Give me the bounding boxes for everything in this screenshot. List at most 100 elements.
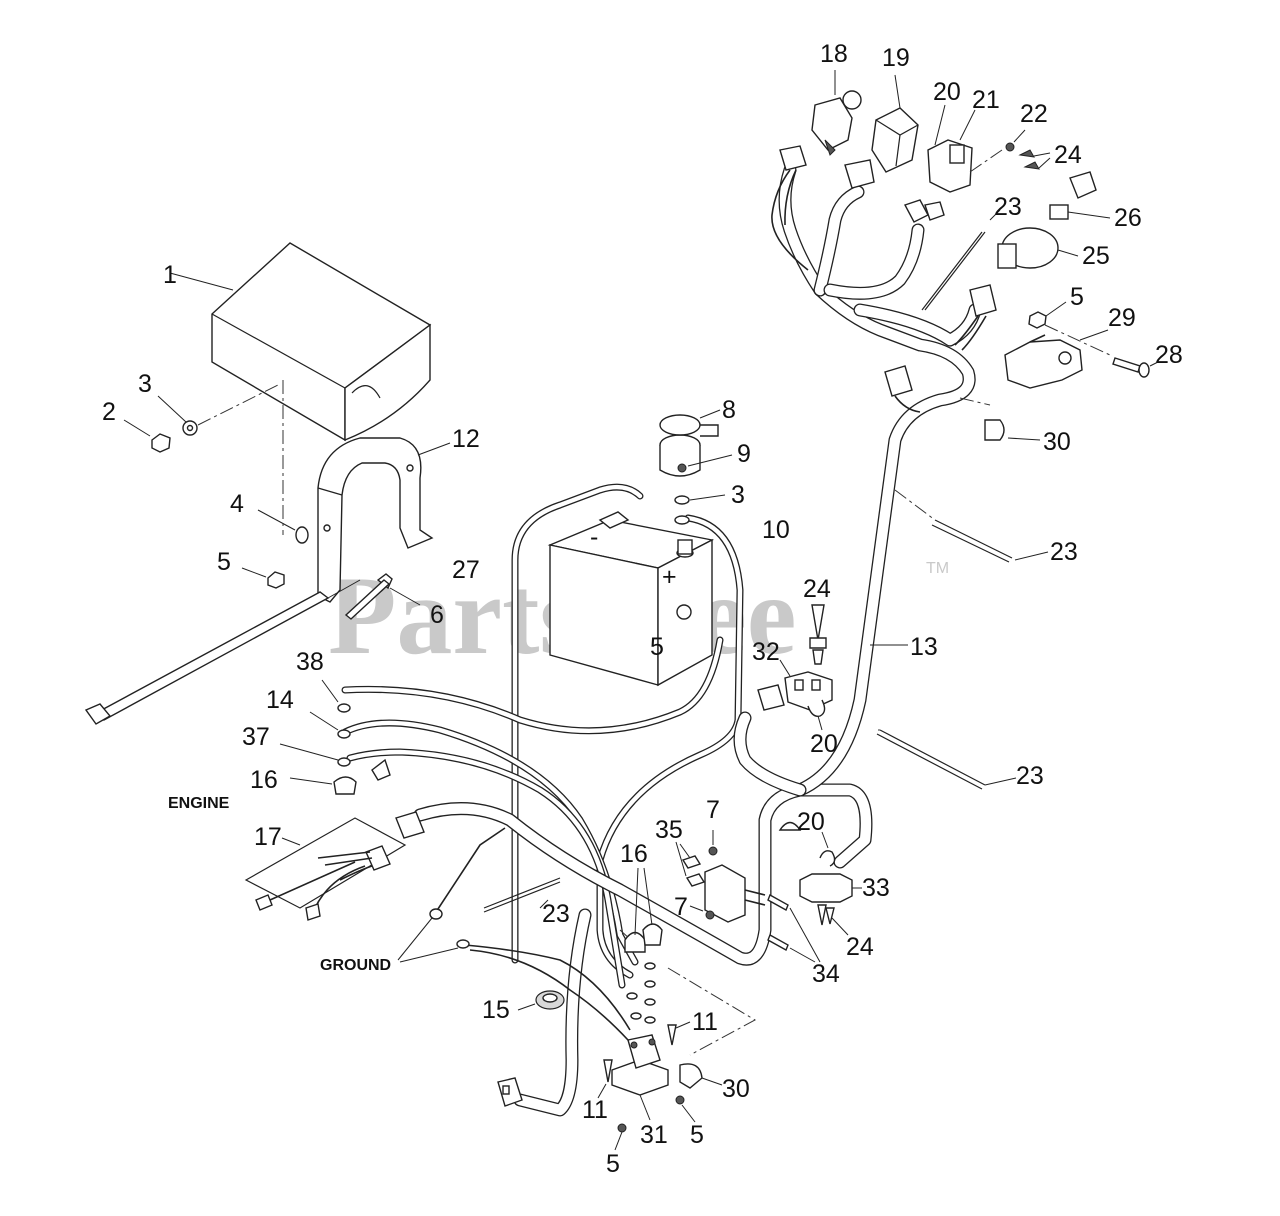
bolt-11-left (597, 1059, 613, 1099)
callout-18: 18 (820, 40, 848, 68)
callout-20-mid: 20 (810, 730, 838, 758)
clip-30-lower (679, 1063, 723, 1089)
boot-16-engine (289, 776, 357, 795)
screws-24-mid (809, 604, 827, 665)
connector-26 (1049, 171, 1111, 220)
callout-11-left: 11 (582, 1096, 608, 1124)
callout-25: 25 (1082, 242, 1110, 270)
bolt-11-right (667, 1021, 691, 1046)
ring-terminal-38 (321, 679, 351, 713)
callout-33: 33 (862, 874, 890, 902)
clips-20-mid (778, 821, 802, 831)
nut-5-clip (675, 1095, 696, 1123)
cables (341, 163, 982, 1117)
washer-4 (257, 509, 309, 544)
solenoid-31 (611, 1034, 669, 1121)
callout-3-left: 3 (138, 370, 152, 398)
callout-5-top: 5 (1070, 283, 1084, 311)
callout-7-lower: 7 (674, 893, 688, 921)
callout-31: 31 (640, 1121, 668, 1149)
callout-23-top: 23 (994, 193, 1022, 221)
ground-ring-terminals (397, 908, 470, 963)
nut-5-left (241, 567, 285, 589)
clip-30-top (984, 419, 1041, 441)
screws-24-top (1018, 149, 1051, 170)
battery-minus-label: - (590, 523, 598, 551)
nut-5-top (1028, 301, 1111, 356)
washer-3-left (157, 395, 198, 436)
nut-7-upper (708, 830, 718, 856)
callout-21: 21 (972, 86, 1000, 114)
bolt-6 (344, 573, 421, 620)
callout-19: 19 (882, 44, 910, 72)
relay-19 (844, 74, 919, 189)
callout-24-lower: 24 (846, 933, 874, 961)
boots-16 (624, 867, 663, 953)
cable-tie-23-lower (876, 729, 1017, 790)
connector-lower-left (497, 1077, 523, 1107)
callout-27: 27 (452, 556, 480, 584)
callout-1: 1 (163, 261, 177, 289)
callout-15: 15 (482, 996, 510, 1024)
callout-20-lower: 20 (797, 808, 825, 836)
label-ground: GROUND (320, 957, 391, 974)
callout-24-mid: 24 (803, 575, 831, 603)
callout-5-battery: 5 (650, 633, 664, 661)
callout-23-lower: 23 (1016, 762, 1044, 790)
callout-11-right: 11 (692, 1008, 718, 1036)
nut-5-solenoid (614, 1123, 627, 1151)
switch-33 (799, 831, 862, 903)
callout-labels: 1 2 3 4 5 6 12 8 9 3 10 27 5 38 14 37 16… (102, 40, 1183, 1178)
callout-22: 22 (1020, 100, 1048, 128)
switch-18 (811, 70, 862, 156)
ignition-switch-25 (997, 227, 1079, 269)
callout-16-engine: 16 (250, 766, 278, 794)
terminal-block (704, 864, 766, 923)
screws-34 (767, 894, 821, 963)
switch-21 (927, 104, 1003, 193)
callout-13: 13 (910, 633, 938, 661)
callout-38: 38 (296, 648, 324, 676)
callout-14: 14 (266, 686, 294, 714)
callout-35: 35 (655, 816, 683, 844)
callout-20-top: 20 (933, 78, 961, 106)
cable-23-top (921, 209, 1001, 311)
connector-29 (1004, 329, 1109, 389)
battery-plus-label: + (662, 563, 677, 591)
screw-28 (1112, 357, 1159, 378)
cable-tie-23-bottom (483, 877, 561, 913)
connector-harness-right (954, 284, 997, 351)
callout-9: 9 (737, 440, 751, 468)
callout-5-left: 5 (217, 548, 231, 576)
callout-17: 17 (254, 823, 282, 851)
screw-22 (1005, 129, 1026, 152)
callout-2: 2 (102, 398, 116, 426)
callout-23-upper: 23 (1050, 538, 1078, 566)
callout-8: 8 (722, 396, 736, 424)
connector-block-left (903, 199, 945, 223)
callout-3-battery: 3 (731, 481, 745, 509)
callout-24-top: 24 (1054, 141, 1082, 169)
ring-terminal-37 (279, 743, 391, 781)
washers-solenoid (626, 962, 656, 1024)
label-engine: ENGINE (168, 795, 230, 812)
callout-32: 32 (752, 638, 780, 666)
connector-harness-18 (771, 145, 809, 271)
engine-harness-17 (244, 811, 425, 921)
connector-32 (757, 659, 833, 731)
ring-terminal-14 (309, 711, 351, 739)
callout-28: 28 (1155, 341, 1183, 369)
callout-10: 10 (762, 516, 790, 544)
callout-5-clip: 5 (690, 1121, 704, 1149)
screws-24-lower (817, 904, 849, 936)
battery-bracket (317, 437, 451, 603)
callout-30-lower: 30 (722, 1075, 750, 1103)
callout-16-solenoid: 16 (620, 840, 648, 868)
connector-near-harness (884, 365, 991, 413)
nut-7-lower (689, 905, 715, 920)
grommet-15 (517, 990, 565, 1011)
battery: - + (547, 511, 715, 687)
hex-nut-2 (123, 419, 171, 453)
watermark-trademark: TM (926, 560, 949, 577)
